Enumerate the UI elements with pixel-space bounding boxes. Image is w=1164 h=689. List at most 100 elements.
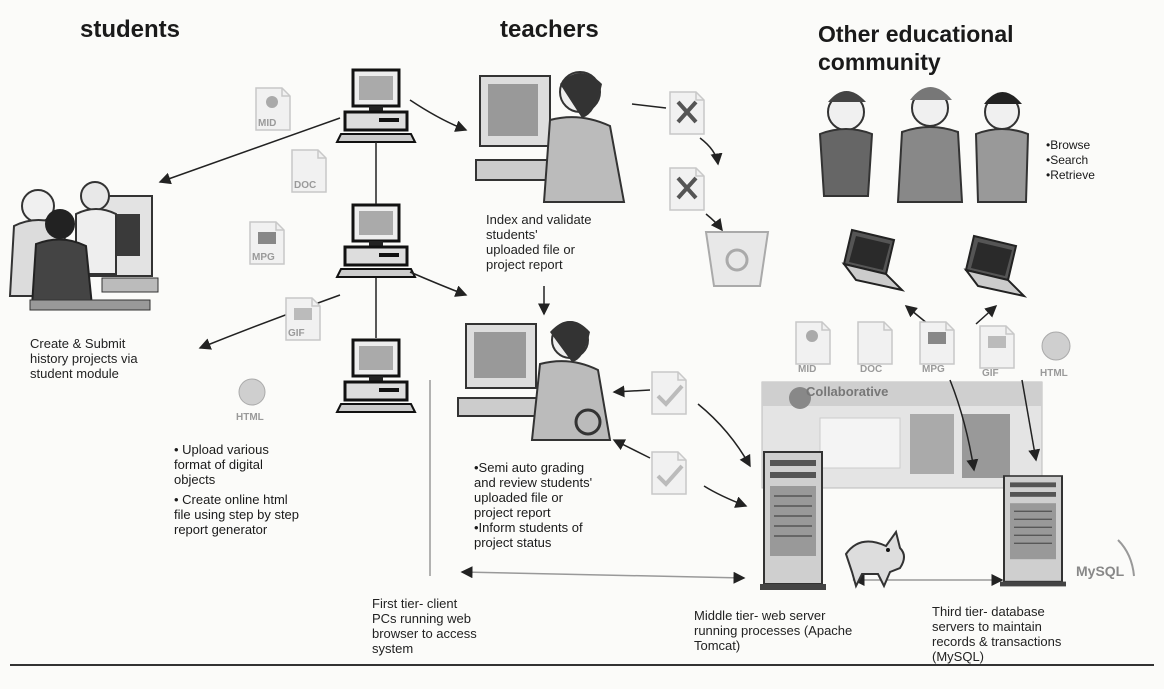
student-action-upload-line2: format of digital — [174, 457, 263, 472]
mid-label: MID — [258, 118, 276, 129]
gif-label: GIF — [288, 328, 305, 339]
right-gif-file-icon: GIF — [979, 325, 1015, 379]
student-pc-3 — [335, 338, 417, 414]
student-action-create-line2: file using step by step — [174, 507, 300, 522]
caption-teacher-index: Index and validate students' uploaded fi… — [486, 212, 636, 272]
tomcat-logo-icon — [844, 529, 905, 589]
html-file-icon: HTML — [236, 378, 266, 423]
mpg-label: MPG — [252, 252, 275, 263]
doc-label: DOC — [294, 180, 316, 191]
caption-first-tier-line3: browser to access — [372, 626, 477, 641]
right-mid-file-icon: MID — [795, 321, 831, 375]
teacher-actions-list: •Semi auto grading and review students' … — [474, 460, 644, 550]
community-action-search: •Search — [1046, 153, 1089, 167]
check-file-icon-1 — [651, 371, 687, 415]
teacher-2-illustration — [457, 321, 612, 441]
caption-third-tier-line4: (MySQL) — [932, 649, 984, 664]
right-mpg-label: MPG — [922, 364, 945, 375]
check-file-icon-2 — [651, 451, 687, 495]
community-action-browse: •Browse — [1046, 138, 1091, 152]
bottom-rule — [10, 664, 1154, 666]
caption-first-tier-line1: First tier- client — [372, 596, 458, 611]
portal-title: Collaborative — [806, 384, 888, 399]
reject-file-icon-2 — [669, 167, 705, 211]
arrow-pc1-to-students — [158, 117, 341, 185]
heading-other-line2: community — [818, 49, 941, 75]
recycle-bin-icon — [704, 231, 770, 287]
teacher-action-line4: project report — [474, 505, 551, 520]
arrow-reject-down — [699, 137, 723, 166]
teacher-action-line2: and review students' — [474, 475, 593, 490]
student-action-upload-line1: • Upload various — [174, 442, 269, 457]
arrow-check-to-teacher-1 — [612, 385, 651, 398]
arrow-to-reject — [631, 103, 667, 109]
arrow-pc2-to-students — [198, 294, 341, 350]
right-html-label: HTML — [1040, 368, 1068, 379]
right-html-file-icon: HTML — [1040, 331, 1071, 379]
gif-file-icon: GIF — [285, 297, 321, 341]
html-label: HTML — [236, 412, 264, 423]
caption-teacher-index-line4: project report — [486, 257, 563, 272]
caption-middle-tier: Middle tier- web server running processe… — [694, 608, 884, 653]
caption-middle-tier-line3: Tomcat) — [694, 638, 741, 653]
tier-connector-1-2 — [460, 566, 746, 584]
arrow-pc1-to-teacher — [409, 99, 468, 132]
student-pc-1 — [335, 68, 417, 144]
mid-file-icon: MID — [255, 87, 291, 131]
caption-middle-tier-line2: running processes (Apache — [694, 623, 853, 638]
mpg-file-icon: MPG — [249, 221, 285, 265]
caption-first-tier-line2: PCs running web — [372, 611, 471, 626]
arrow-check-to-server-2 — [703, 485, 748, 508]
community-actions-list: •Browse •Search •Retrieve — [1046, 138, 1146, 183]
reject-file-icon-1 — [669, 91, 705, 135]
teacher-action-line5: •Inform students of — [474, 520, 583, 535]
right-mid-label: MID — [798, 364, 816, 375]
database-server — [999, 475, 1067, 588]
caption-student-module-line2: history projects via — [30, 351, 138, 366]
caption-teacher-index-line3: uploaded file or — [486, 242, 575, 257]
arrow-file-to-db-1 — [949, 379, 979, 472]
caption-third-tier-line1: Third tier- database — [932, 604, 1045, 619]
caption-middle-tier-line1: Middle tier- web server — [694, 608, 826, 623]
arrow-file-to-db-2 — [1021, 379, 1041, 462]
community-action-retrieve: •Retrieve — [1046, 168, 1095, 182]
caption-third-tier-line2: servers to maintain — [932, 619, 1042, 634]
teacher-action-line6: project status — [474, 535, 552, 550]
laptop-1 — [843, 229, 903, 291]
web-server — [759, 451, 827, 591]
heading-other-community: Other educational community — [818, 20, 1078, 76]
right-gif-label: GIF — [982, 368, 999, 379]
student-action-upload-line3: objects — [174, 472, 216, 487]
community-people-illustration — [818, 87, 1030, 203]
doc-file-icon: DOC — [291, 149, 327, 193]
arrow-check-to-server-1 — [697, 403, 751, 468]
caption-student-module-line1: Create & Submit — [30, 336, 126, 351]
right-mpg-file-icon: MPG — [919, 321, 955, 375]
teacher-action-line3: uploaded file or — [474, 490, 563, 505]
arrow-to-bin — [705, 213, 723, 232]
student-action-create-line1: • Create online html — [174, 492, 288, 507]
caption-teacher-index-line2: students' — [486, 227, 538, 242]
mysql-logo-icon: MySQL — [1076, 539, 1135, 579]
arrow-to-laptop-2 — [975, 304, 998, 325]
caption-third-tier: Third tier- database servers to maintain… — [932, 604, 1132, 664]
caption-student-module: Create & Submit history projects via stu… — [30, 336, 190, 381]
caption-teacher-index-line1: Index and validate — [486, 212, 592, 227]
caption-student-module-line3: student module — [30, 366, 119, 381]
caption-first-tier-line4: system — [372, 641, 414, 656]
teacher-action-line1: •Semi auto grading — [474, 460, 585, 475]
student-action-create-html: • Create online html file using step by … — [174, 492, 344, 537]
student-pc-2 — [335, 203, 417, 279]
student-actions-list: • Upload various format of digital objec… — [174, 442, 344, 542]
student-action-upload: • Upload various format of digital objec… — [174, 442, 344, 487]
student-action-create-line3: report generator — [174, 522, 268, 537]
laptop-2 — [965, 235, 1025, 297]
mysql-logo-text: MySQL — [1076, 563, 1125, 579]
right-doc-label: DOC — [860, 364, 882, 375]
caption-first-tier: First tier- client PCs running web brows… — [372, 596, 532, 656]
heading-teachers: teachers — [500, 16, 599, 43]
heading-other-line1: Other educational — [818, 21, 1014, 47]
heading-students: students — [80, 16, 181, 43]
teacher-1-illustration — [475, 71, 626, 203]
